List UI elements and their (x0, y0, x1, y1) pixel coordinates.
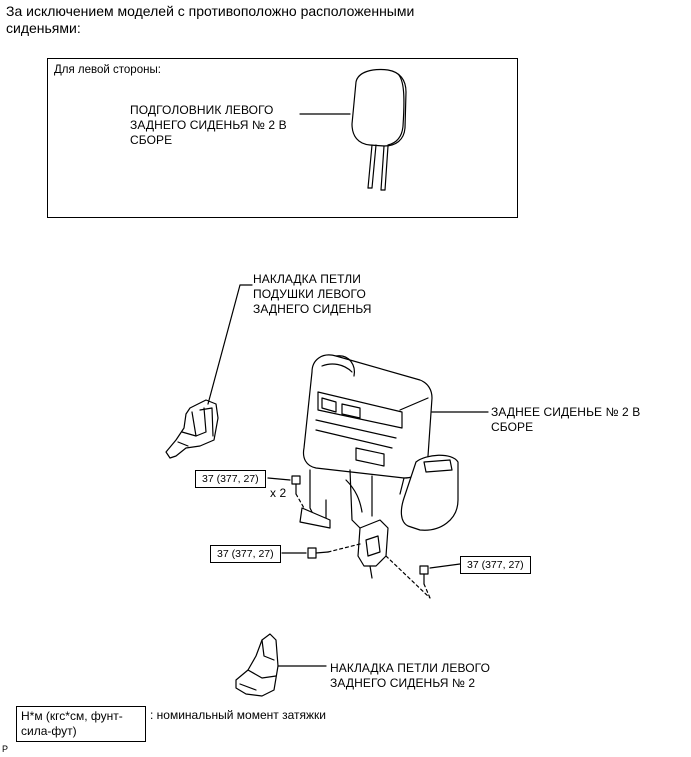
intro-text: За исключением моделей с противоположно … (6, 3, 415, 36)
hinge-cover-cushion-leader-line (207, 284, 253, 405)
rear-seat-drawing (299, 354, 459, 579)
left-side-box-title: Для левой стороны: (54, 64, 161, 76)
bolt-2-drawing (307, 547, 329, 559)
bolt-1-drawing (291, 475, 301, 495)
hinge-cover-seat-label: НАКЛАДКА ПЕТЛИ ЛЕВОГО ЗАДНЕГО СИДЕНЬЯ № … (330, 661, 490, 690)
hinge-cover-cushion-label: НАКЛАДКА ПЕТЛИ ПОДУШКИ ЛЕВОГО ЗАДНЕГО СИ… (253, 272, 372, 316)
headrest-label: ПОДГОЛОВНИК ЛЕВОГО ЗАДНЕГО СИДЕНЬЯ № 2 В… (130, 103, 287, 147)
dashed-guides (295, 493, 431, 599)
torque-3-leader-line (429, 563, 461, 569)
hinge-cover-cushion-drawing (165, 399, 219, 459)
rear-seat-assembly-label: ЗАДНЕЕ СИДЕНЬЕ № 2 В СБОРЕ (491, 405, 641, 434)
bolt-3-drawing (419, 565, 429, 585)
left-side-box (47, 58, 518, 218)
headrest-drawing (351, 68, 407, 191)
torque-1-leader-line (267, 477, 291, 481)
legend-description: : номинальный момент затяжки (150, 708, 326, 722)
legend-units-box: Н*м (кгс*см, фунт-сила-фут) (16, 706, 146, 742)
torque-value-1: 37 (377, 27) (195, 470, 266, 488)
corner-mark: P (2, 744, 9, 754)
hinge-cover-seat-drawing (235, 633, 279, 697)
torque-multiplier: x 2 (270, 486, 287, 500)
torque-value-2: 37 (377, 27) (210, 545, 281, 563)
torque-value-3: 37 (377, 27) (460, 556, 531, 574)
